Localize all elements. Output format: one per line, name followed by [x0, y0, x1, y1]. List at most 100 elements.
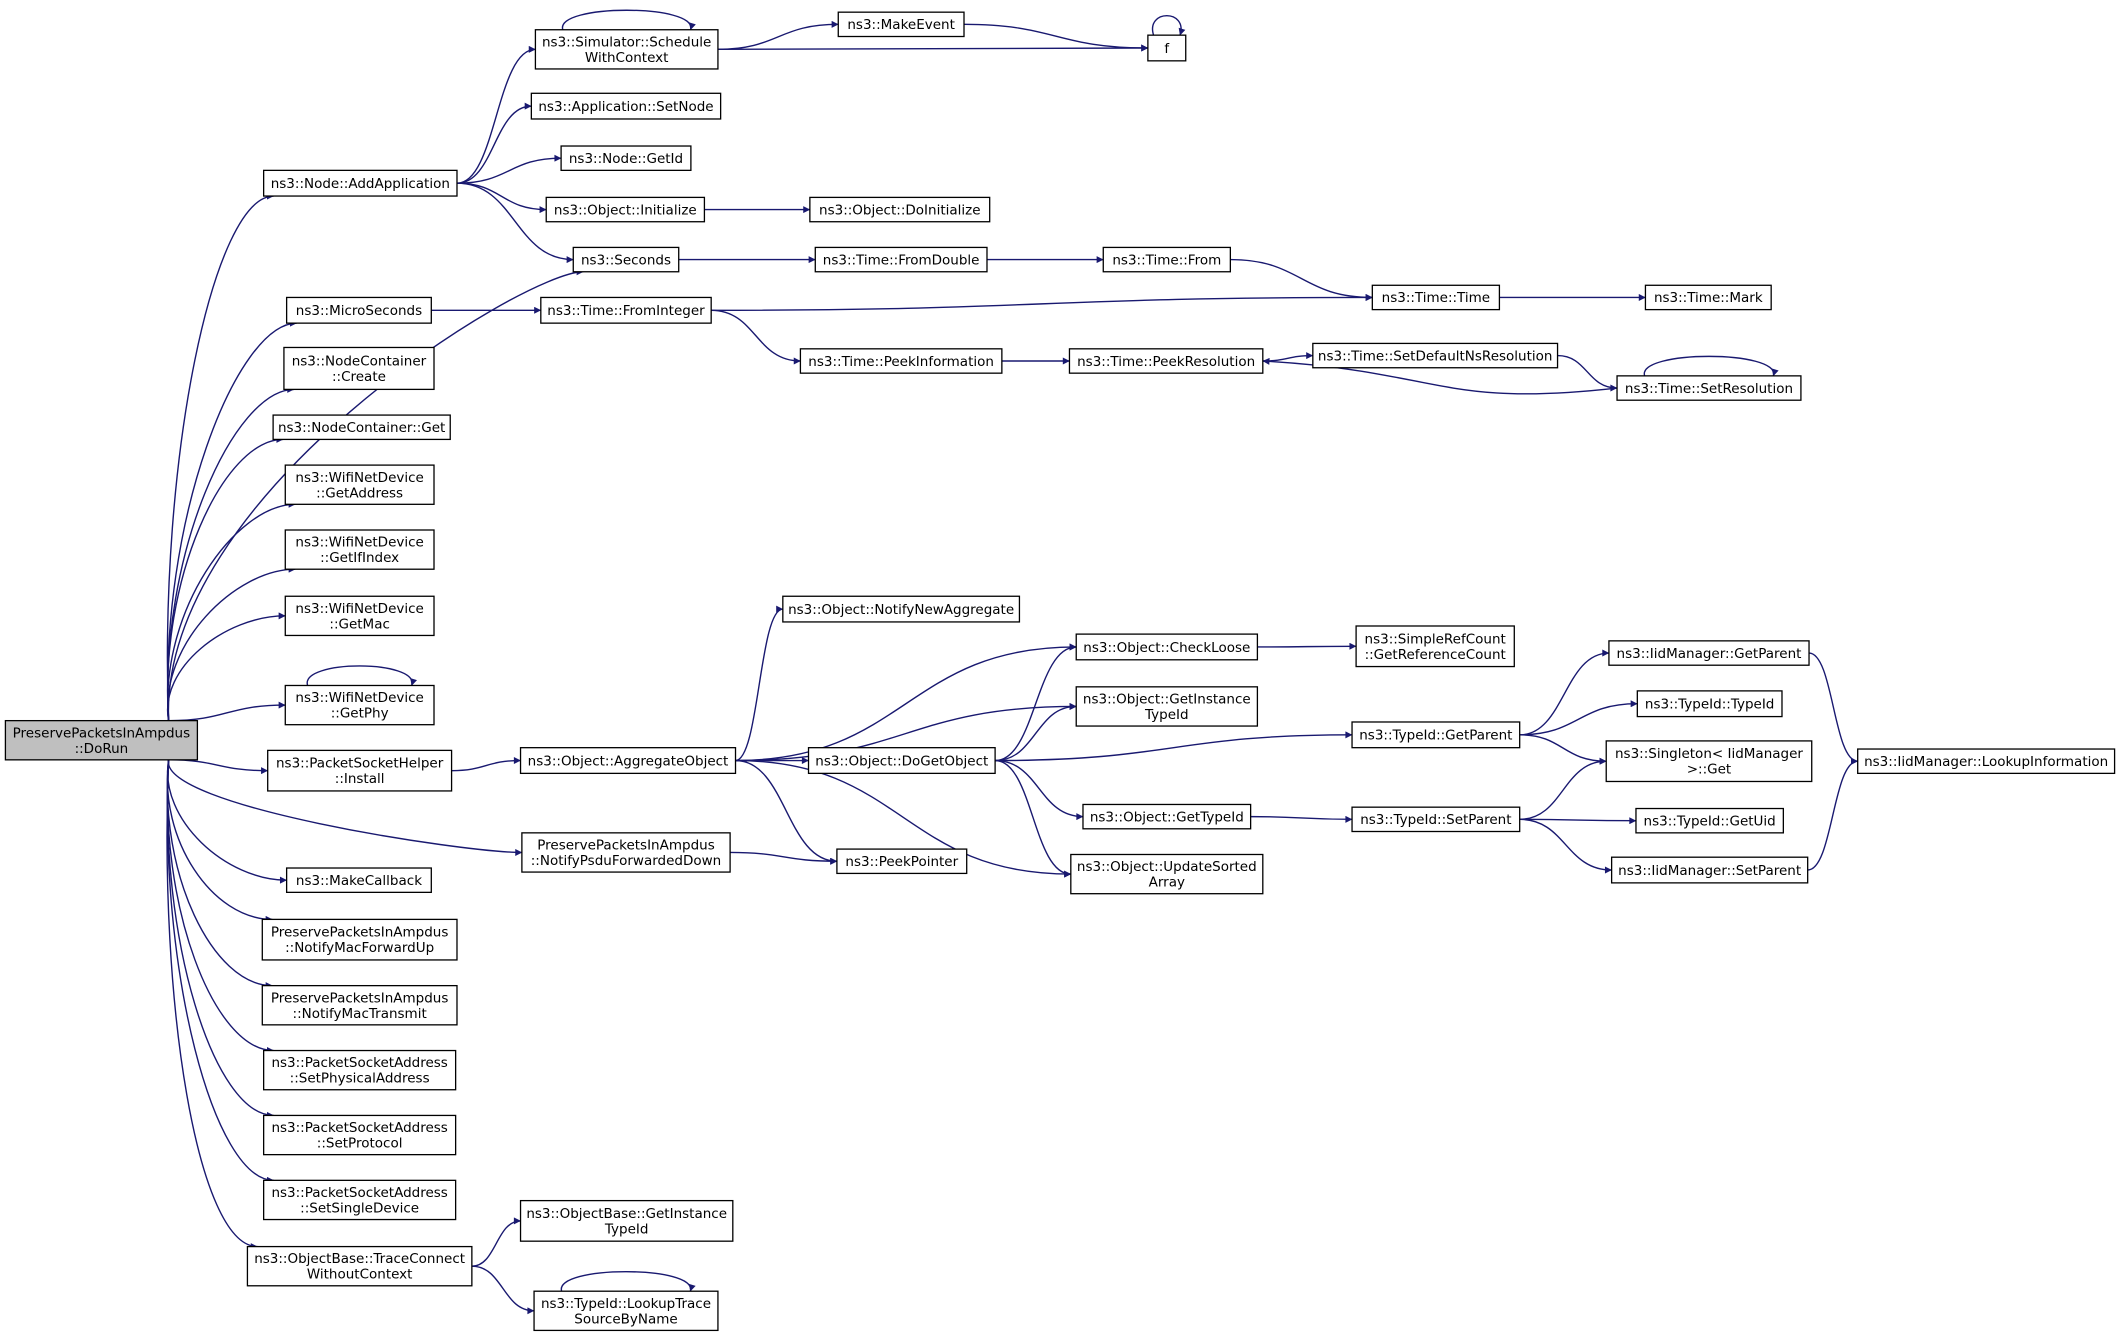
node-nc-get[interactable]: ns3::NodeContainer::Get — [272, 414, 451, 441]
node-seconds[interactable]: ns3::Seconds — [572, 246, 680, 273]
node-f[interactable]: f — [1147, 34, 1187, 62]
edge-time-from-to-time-time — [1230, 258, 1373, 301]
node-box — [1605, 740, 1813, 783]
node-box — [1355, 625, 1515, 668]
node-time-time[interactable]: ns3::Time::Time — [1371, 284, 1501, 311]
node-box — [284, 529, 435, 570]
node-tid-get-uid[interactable]: ns3::TypeId::GetUid — [1635, 807, 1784, 834]
edge-root-to-notify-psdu — [167, 759, 523, 856]
node-label: PreservePacketsInAmpdus — [271, 990, 449, 1006]
node-singleton[interactable]: ns3::Singleton< IidManager>::Get — [1605, 740, 1813, 783]
node-w-get-if[interactable]: ns3::WifiNetDevice::GetIfIndex — [284, 529, 435, 570]
node-add-app[interactable]: ns3::Node::AddApplication — [262, 169, 458, 197]
node-obj-init[interactable]: ns3::Object::Initialize — [545, 196, 706, 223]
node-label: ns3::Object::UpdateSorted — [1077, 859, 1257, 875]
edge-iid-get-parent-to-lookup-info — [1808, 652, 1859, 765]
node-box — [1312, 342, 1559, 369]
node-from-double[interactable]: ns3::Time::FromDouble — [814, 246, 988, 273]
node-nc-create[interactable]: ns3::NodeContainer::Create — [283, 346, 435, 391]
node-box — [519, 747, 737, 775]
node-agg-obj[interactable]: ns3::Object::AggregateObject — [519, 747, 737, 775]
edge-root-to-add-app — [166, 192, 274, 721]
node-set-res[interactable]: ns3::Time::SetResolution — [1616, 375, 1802, 401]
node-do-get-obj[interactable]: ns3::Object::DoGetObject — [807, 747, 996, 775]
node-ps-install[interactable]: ns3::PacketSocketHelper::Install — [267, 749, 453, 792]
node-label: ns3::Node::GetId — [569, 151, 683, 167]
node-iid-set-parent[interactable]: ns3::IidManager::SetParent — [1610, 856, 1809, 884]
node-set-node[interactable]: ns3::Application::SetNode — [530, 92, 722, 120]
node-obj-get-type-id[interactable]: ns3::Object::GetTypeId — [1082, 803, 1252, 830]
node-box — [545, 196, 706, 223]
node-label: ::GetIfIndex — [320, 550, 399, 566]
edge-root-to-w-get-if — [167, 565, 296, 721]
node-lookup-info[interactable]: ns3::IidManager::LookupInformation — [1857, 748, 2116, 775]
node-label: ::GetAddress — [316, 485, 403, 501]
node-obj-do-init[interactable]: ns3::Object::DoInitialize — [809, 196, 991, 223]
node-label: WithoutContext — [307, 1267, 413, 1283]
node-box — [837, 11, 965, 38]
node-box — [4, 719, 199, 761]
edge-tid-get-parent-to-iid-get-parent — [1519, 649, 1610, 736]
node-trace-conn[interactable]: ns3::ObjectBase::TraceConnectWithoutCont… — [246, 1245, 473, 1287]
edge-do-get-obj-to-check-loose — [995, 643, 1077, 762]
node-box — [261, 984, 458, 1026]
edge-lookup-trace-to-lookup-trace — [560, 1271, 696, 1292]
node-w-get-phy[interactable]: ns3::WifiNetDevice::GetPhy — [284, 684, 435, 726]
node-label: ns3::PacketSocketAddress — [271, 1120, 447, 1136]
node-label: PreservePacketsInAmpdus — [271, 925, 449, 941]
node-peek-ptr[interactable]: ns3::PeekPointer — [836, 848, 968, 875]
edge-trace-conn-to-ob-get-inst — [471, 1217, 521, 1267]
node-notify-psdu[interactable]: PreservePacketsInAmpdus::NotifyPsduForwa… — [521, 832, 731, 873]
node-peek-info[interactable]: ns3::Time::PeekInformation — [799, 348, 1003, 374]
node-label: ns3::TypeId::LookupTrace — [541, 1296, 711, 1312]
node-label: ns3::Object::CheckLoose — [1083, 640, 1250, 656]
node-notify-mac-tx[interactable]: PreservePacketsInAmpdus::NotifyMacTransm… — [261, 984, 458, 1026]
node-node-get-id[interactable]: ns3::Node::GetId — [560, 145, 692, 172]
node-notify-mac-fwd[interactable]: PreservePacketsInAmpdus::NotifyMacForwar… — [261, 918, 458, 961]
node-box — [262, 1049, 457, 1091]
edge-ps-install-to-agg-obj — [451, 757, 521, 772]
node-label: ::GetPhy — [331, 706, 389, 722]
node-label: ns3::Object::AggregateObject — [528, 753, 729, 769]
node-tid-set-parent[interactable]: ns3::TypeId::SetParent — [1351, 806, 1521, 833]
edge-set-res-to-set-res — [1643, 355, 1779, 377]
node-make-event[interactable]: ns3::MakeEvent — [837, 11, 965, 38]
node-label: ns3::TypeId::GetUid — [1644, 813, 1776, 829]
node-check-loose[interactable]: ns3::Object::CheckLoose — [1075, 633, 1259, 661]
node-iid-get-parent[interactable]: ns3::IidManager::GetParent — [1608, 640, 1810, 666]
node-w-get-addr[interactable]: ns3::WifiNetDevice::GetAddress — [284, 464, 435, 505]
node-psa-single[interactable]: ns3::PacketSocketAddress::SetSingleDevic… — [262, 1179, 457, 1221]
node-time-from[interactable]: ns3::Time::From — [1102, 246, 1232, 273]
edge-agg-obj-to-notify-new-agg — [735, 605, 784, 762]
node-peek-res[interactable]: ns3::Time::PeekResolution — [1068, 348, 1264, 374]
edge-root-to-notify-mac-fwd — [166, 759, 273, 923]
node-psa-proto[interactable]: ns3::PacketSocketAddress::SetProtocol — [262, 1114, 457, 1156]
node-label: ::NotifyPsduForwardedDown — [531, 853, 721, 869]
node-tid-get-parent[interactable]: ns3::TypeId::GetParent — [1351, 721, 1521, 749]
node-simple-ref[interactable]: ns3::SimpleRefCount::GetReferenceCount — [1355, 625, 1515, 668]
node-box — [1635, 807, 1784, 834]
node-psa-phys[interactable]: ns3::PacketSocketAddress::SetPhysicalAdd… — [262, 1049, 457, 1091]
node-from-int[interactable]: ns3::Time::FromInteger — [540, 296, 712, 324]
node-label: ::SetPhysicalAddress — [290, 1071, 430, 1087]
node-label: ns3::MicroSeconds — [296, 303, 422, 319]
node-box — [1636, 690, 1783, 718]
node-tid-type-id[interactable]: ns3::TypeId::TypeId — [1636, 690, 1783, 718]
edge-tid-set-parent-to-singleton — [1519, 757, 1607, 821]
node-label: ns3::TypeId::TypeId — [1645, 697, 1775, 713]
node-notify-new-agg[interactable]: ns3::Object::NotifyNewAggregate — [782, 595, 1021, 623]
node-make-cb[interactable]: ns3::MakeCallback — [285, 867, 432, 893]
node-label: Array — [1149, 875, 1185, 891]
edge-add-app-to-seconds — [456, 182, 574, 264]
node-set-def-ns[interactable]: ns3::Time::SetDefaultNsResolution — [1312, 342, 1559, 369]
node-w-get-mac[interactable]: ns3::WifiNetDevice::GetMac — [284, 595, 435, 637]
node-micro[interactable]: ns3::MicroSeconds — [285, 296, 432, 324]
node-root[interactable]: PreservePacketsInAmpdus::DoRun — [4, 719, 199, 761]
node-label: >::Get — [1687, 762, 1731, 778]
node-time-mark[interactable]: ns3::Time::Mark — [1644, 284, 1772, 311]
